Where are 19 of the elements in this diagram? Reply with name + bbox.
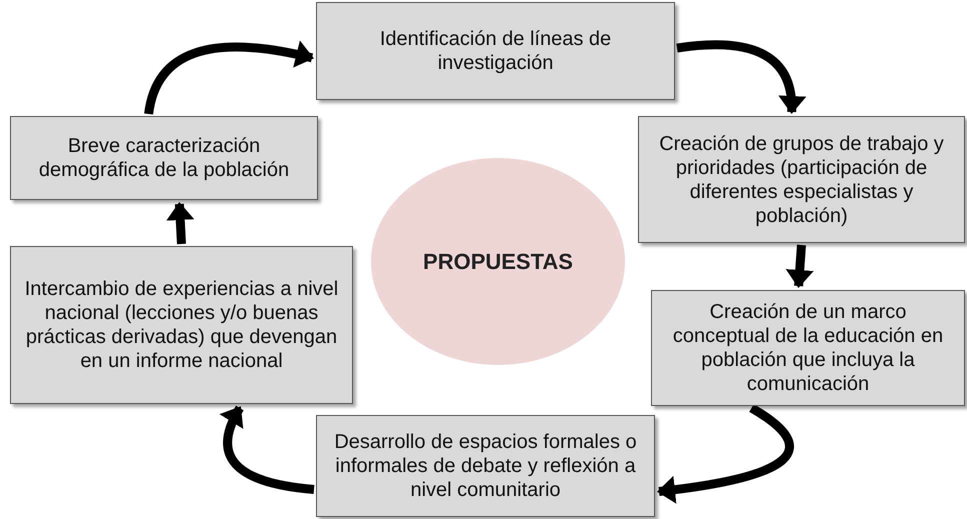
step-text: Creación de un marco conceptual de la educación en población que incluya la comunicación <box>672 300 944 396</box>
step-text: Intercambio de experiencias a nivel nacional (lecciones y/o buenas prácticas derivadas) que devengan en un informe nacional <box>24 277 340 373</box>
curved-arrow <box>166 202 194 244</box>
curved-arrow <box>657 404 794 504</box>
curved-arrow <box>144 40 314 115</box>
curved-arrow <box>786 244 814 288</box>
center-title: PROPUESTAS <box>423 248 573 276</box>
process-box <box>10 116 318 200</box>
curved-arrow <box>220 406 314 494</box>
process-box <box>10 246 353 404</box>
step-text: Breve caracterización demográfica de la población <box>38 134 290 182</box>
step-text: Desarrollo de espacios formales o informales de debate y reflexión a nivel comunitario <box>333 430 638 502</box>
process-box <box>638 116 965 243</box>
curved-arrow <box>676 40 806 114</box>
process-box <box>316 415 655 517</box>
process-box <box>316 2 675 100</box>
step-text: Identificación de líneas de investigación <box>378 27 612 75</box>
process-box <box>651 290 965 406</box>
step-text: Creación de grupos de trabajo y prioridades (participación de diferentes especialistas y población) <box>658 132 945 228</box>
